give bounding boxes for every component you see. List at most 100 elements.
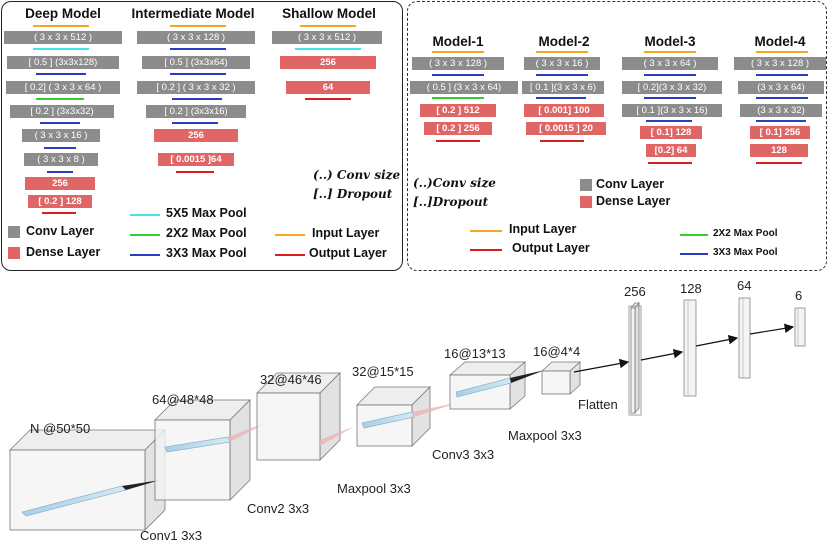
left-conv-legend-swatch [8, 226, 20, 238]
model-4-layer-5: 128 [750, 144, 808, 157]
right-output-legend-label: Output Layer [512, 241, 590, 255]
intermediate-pool3-line-1 [170, 48, 226, 50]
pool3-legend-label: 3X3 Max Pool [166, 246, 247, 260]
model-3-layer-4: [ 0.1] 128 [640, 126, 702, 139]
right-input-legend-line [470, 230, 502, 232]
model-4-pool3-line-1 [756, 74, 808, 76]
block4-dims-label: 32@15*15 [352, 364, 414, 379]
intermediate-pool3-line-2 [170, 73, 226, 75]
right-conv-legend-label: Conv Layer [596, 177, 665, 191]
flatten-to-dense-arrow [573, 358, 630, 373]
deep-layer-7: 256 [25, 177, 95, 190]
block1-caption: Conv1 3x3 [140, 528, 202, 543]
shallow-model-title: Shallow Model [282, 6, 376, 21]
block2-caption: Conv2 3x3 [247, 501, 309, 516]
block3-dims-label: 32@46*46 [260, 372, 322, 387]
intermediate-layer-3: [ 0.2 ] ( 3 x 3 x 32 ) [137, 81, 255, 94]
intermediate-output-line [176, 171, 214, 173]
block5-dims-label: 16@13*13 [444, 346, 506, 361]
left-legend-panel [1, 1, 403, 271]
model-1-layer-4: [ 0.2 ] 256 [424, 122, 492, 135]
pool3-legend-line [130, 254, 160, 256]
left-dense-legend-label: Dense Layer [26, 245, 101, 259]
intermediate-layer-6: [ 0.0015 ]64 [158, 153, 234, 166]
deep-pool3-line-1 [36, 73, 86, 75]
dense-128-column [683, 299, 697, 397]
left-conv-legend-label: Conv Layer [26, 224, 95, 238]
model-4-layer-1: ( 3 x 3 x 128 ) [734, 57, 826, 70]
right-output-legend-line [470, 249, 502, 251]
deep-pool5-line [33, 48, 89, 50]
deep-layer-8: [ 0.2 ] 128 [28, 195, 92, 208]
deep-layer-4: [ 0.2 ] (3x3x32) [10, 105, 114, 118]
intermediate-pool3-line-4 [172, 122, 218, 124]
dense256-to-128-arrow [640, 348, 684, 361]
intermediate-layer-5: 256 [154, 129, 238, 142]
model-2-layer-4: [ 0.0015 ] 20 [526, 122, 606, 135]
pool5-legend-label: 5X5 Max Pool [166, 206, 247, 220]
conv3-block [356, 386, 460, 447]
right-pool3-legend-line [680, 253, 708, 255]
left-output-legend-label: Output Layer [309, 246, 387, 260]
model-3-input-line [644, 51, 696, 53]
shallow-layer-1: ( 3 x 3 x 512 ) [272, 31, 382, 44]
dense-6-column [794, 307, 806, 347]
deep-layer-2: [ 0.5 ] (3x3x128) [7, 56, 119, 69]
model-3-pool3-line-3 [646, 120, 692, 122]
model-3-layer-3: [ 0.1 ](3 x 3 x 16) [622, 104, 722, 117]
shallow-layer-3: 64 [286, 81, 370, 94]
intermediate-pool3-line-3 [172, 98, 222, 100]
deep-layer-6: ( 3 x 3 x 8 ) [24, 153, 98, 166]
model-1-input-line [432, 51, 484, 53]
model-1-output-line [436, 140, 480, 142]
right-dropout-note: [..]Dropout [413, 195, 489, 209]
model-3-output-line [648, 162, 692, 164]
block6-caption: Flatten [578, 397, 618, 412]
model-2-layer-1: ( 3 x 3 x 16 ) [524, 57, 600, 70]
intermediate-layer-2: [ 0.5 ] (3x3x64) [142, 56, 250, 69]
deep-pool3-line-4 [47, 171, 73, 173]
left-conv-size-note: (..) Conv size [313, 168, 401, 182]
right-pool2-legend-line [680, 234, 708, 236]
model-2-title: Model-2 [538, 34, 590, 49]
pool5-legend-line [130, 214, 160, 216]
model-4-pool3-line-2 [756, 97, 808, 99]
right-conv-size-note: (..)Conv size [413, 176, 496, 190]
model-1-layer-1: ( 3 x 3 x 128 ) [412, 57, 504, 70]
right-pool3-legend-label: 3X3 Max Pool [713, 247, 778, 258]
intermediate-model-title: Intermediate Model [131, 6, 255, 21]
model-2-output-line [540, 140, 584, 142]
right-dense-legend-label: Dense Layer [596, 194, 671, 208]
dense64-to-6-arrow [749, 323, 795, 335]
model-2-layer-3: [ 0.001] 100 [524, 104, 604, 117]
model-3-layer-5: [0.2] 64 [646, 144, 696, 157]
conv2-block [154, 399, 272, 501]
right-input-legend-label: Input Layer [509, 222, 577, 236]
model-4-output-line [756, 162, 802, 164]
shallow-layer-2: 256 [280, 56, 376, 69]
model-1-title: Model-1 [432, 34, 484, 49]
flatten-block [540, 361, 582, 395]
model-2-pool3-line-1 [536, 74, 588, 76]
model-1-pool3-line [432, 74, 484, 76]
right-conv-legend-swatch [580, 179, 592, 191]
intermediate-layer-4: [ 0.2 ] (3x3x16) [146, 105, 246, 118]
intermediate-input-line [170, 25, 226, 27]
model-3-title: Model-3 [644, 34, 696, 49]
shallow-input-line [300, 25, 356, 27]
cnn-architecture-diagram: N @50*50 64@48*48 32@46*46 32@15*15 16@1… [9, 278, 806, 543]
block1-dims-label: N @50*50 [30, 421, 90, 436]
conv1-block [9, 429, 166, 531]
deep-layer-5: ( 3 x 3 x 16 ) [22, 129, 100, 142]
model-4-pool3-line-3 [756, 120, 806, 122]
model-2-input-line [536, 51, 588, 53]
shallow-output-line [305, 98, 351, 100]
block3-caption: Maxpool 3x3 [337, 481, 411, 496]
model-3-pool3-line-2 [644, 97, 696, 99]
maxpool2-block [448, 361, 545, 410]
model-3-layer-1: ( 3 x 3 x 64 ) [622, 57, 718, 70]
deep-output-line [42, 212, 76, 214]
model-1-pool2-line [432, 97, 484, 99]
deep-pool3-line-2 [40, 122, 80, 124]
block4-caption: Conv3 3x3 [432, 447, 494, 462]
